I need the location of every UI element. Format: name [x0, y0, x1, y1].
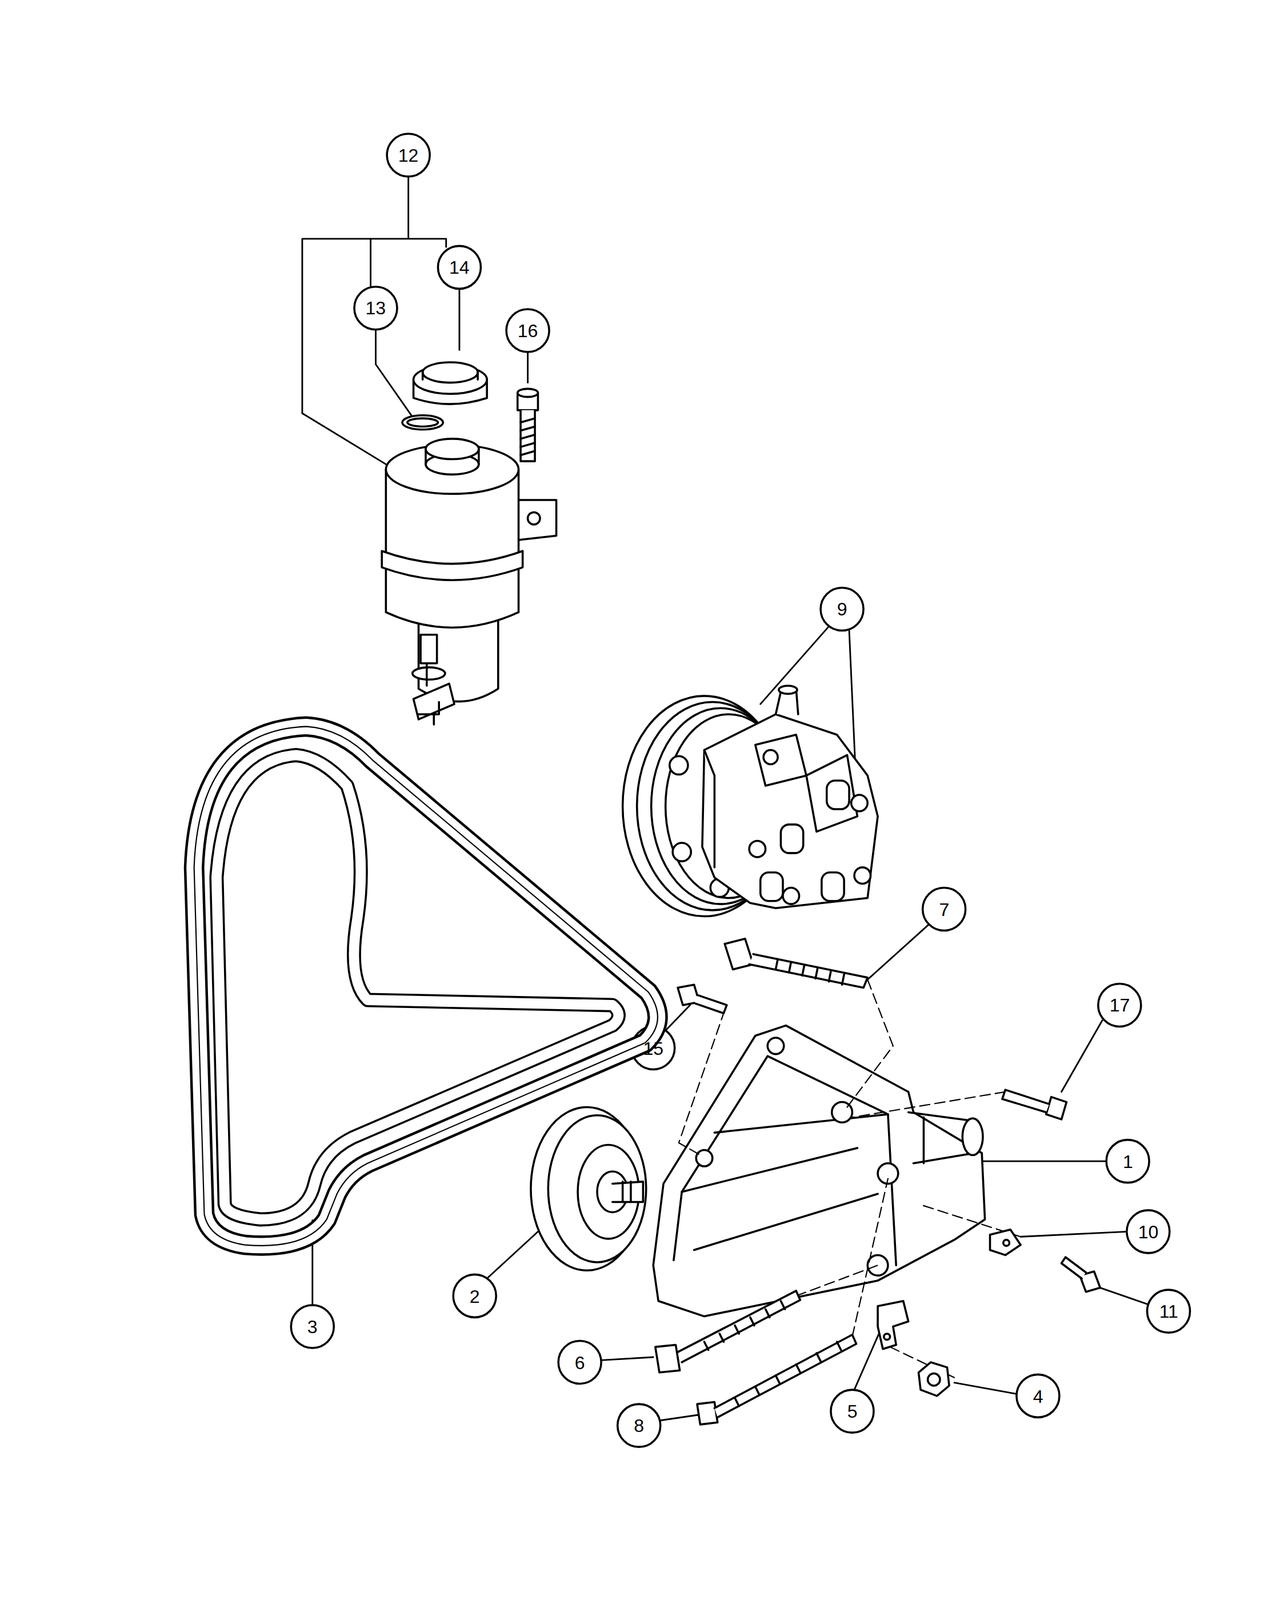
callout-number: 9: [822, 589, 863, 630]
pump-bracket: [653, 1025, 985, 1317]
callout-number: 13: [355, 288, 396, 328]
callout-circles: [290, 133, 1190, 1447]
callout-number: 8: [618, 1405, 659, 1446]
callout-number: 16: [508, 310, 548, 351]
assembly-lines: [678, 979, 1021, 1378]
callout-number: 10: [1128, 1212, 1169, 1252]
callout-number: 17: [1100, 985, 1140, 1026]
callout-number: 2: [454, 1276, 495, 1317]
callout-number: 5: [832, 1391, 873, 1432]
reservoir: [381, 438, 556, 725]
reservoir-cap: [402, 362, 487, 430]
callout-number: 6: [560, 1342, 600, 1383]
bolt: [517, 388, 539, 462]
idler-pulley: [530, 1107, 647, 1271]
callout-number: 12: [388, 135, 429, 176]
callout-number: 7: [924, 889, 964, 930]
fasteners: [655, 938, 1101, 1425]
drive-belt: [194, 726, 658, 1246]
callout-number: 15: [633, 1028, 674, 1069]
power-steering-pump: [622, 685, 878, 917]
callout-number: 3: [292, 1306, 333, 1347]
callout-number: 1: [1108, 1141, 1148, 1182]
callout-number: 11: [1148, 1291, 1189, 1332]
callout-number: 4: [1018, 1376, 1059, 1417]
callout-number: 14: [439, 247, 480, 288]
